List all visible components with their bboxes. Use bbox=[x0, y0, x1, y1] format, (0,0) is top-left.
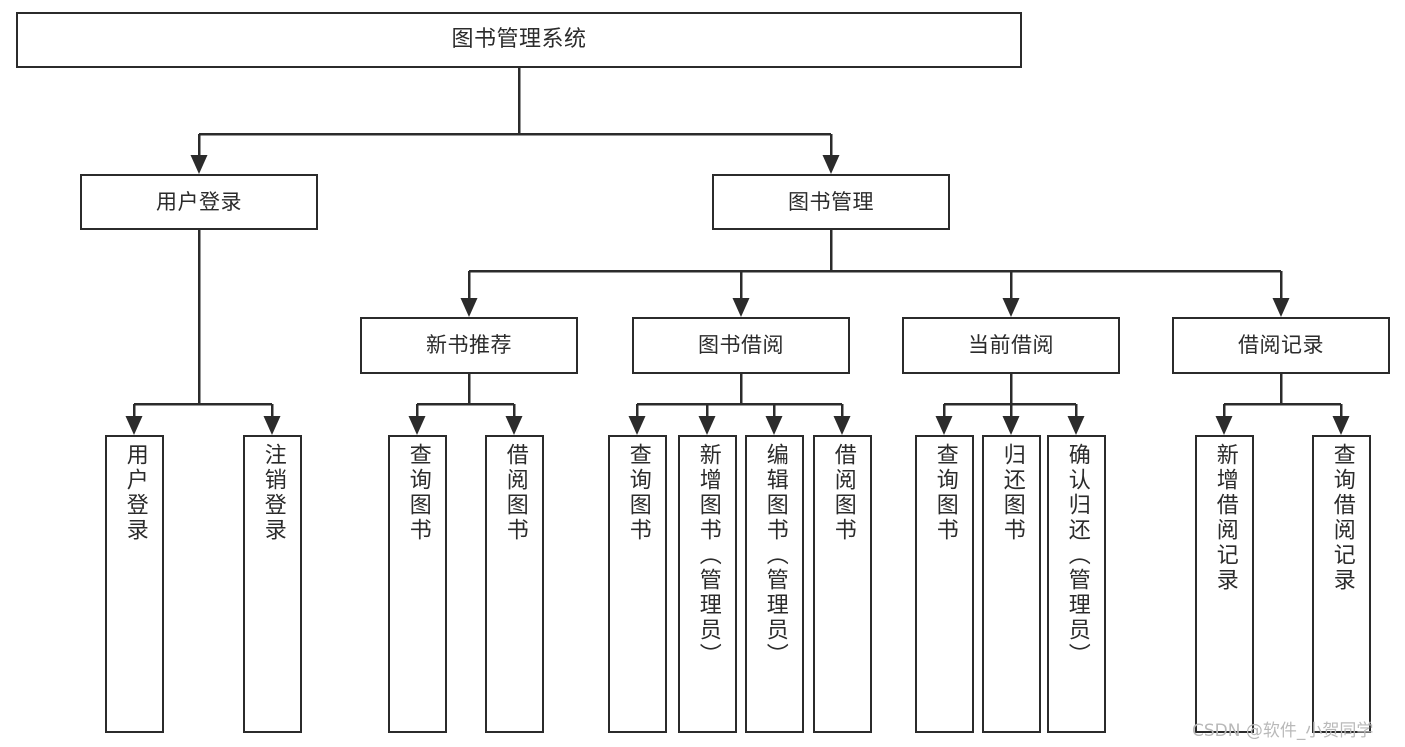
node-label: 新增图书（管理员） bbox=[695, 443, 721, 668]
node-label: 新增借阅记录 bbox=[1212, 443, 1238, 593]
node-level3-图书借阅[interactable]: 图书借阅 bbox=[632, 317, 850, 374]
node-level2-用户登录[interactable]: 用户登录 bbox=[80, 174, 318, 230]
node-root-图书管理系统[interactable]: 图书管理系统 bbox=[16, 12, 1022, 68]
node-label: 图书管理 bbox=[788, 189, 874, 214]
node-label: 注销登录 bbox=[260, 443, 286, 543]
node-label: 用户登录 bbox=[156, 189, 242, 214]
node-level3-当前借阅[interactable]: 当前借阅 bbox=[902, 317, 1120, 374]
node-leaf-2-查询图书[interactable]: 查询图书 bbox=[388, 435, 447, 733]
node-label: 借阅图书 bbox=[502, 443, 528, 543]
node-label: 当前借阅 bbox=[968, 333, 1054, 358]
node-label: 新书推荐 bbox=[426, 333, 512, 358]
node-level3-新书推荐[interactable]: 新书推荐 bbox=[360, 317, 578, 374]
node-label: 归还图书 bbox=[999, 443, 1025, 543]
node-leaf-7-借阅图书[interactable]: 借阅图书 bbox=[813, 435, 872, 733]
node-leaf-1-注销登录[interactable]: 注销登录 bbox=[243, 435, 302, 733]
node-label: 查询借阅记录 bbox=[1329, 443, 1355, 593]
node-label: 查询图书 bbox=[625, 443, 651, 543]
node-leaf-12-查询借阅记录[interactable]: 查询借阅记录 bbox=[1312, 435, 1371, 733]
node-leaf-4-查询图书[interactable]: 查询图书 bbox=[608, 435, 667, 733]
node-leaf-8-查询图书[interactable]: 查询图书 bbox=[915, 435, 974, 733]
node-leaf-3-借阅图书[interactable]: 借阅图书 bbox=[485, 435, 544, 733]
node-level2-图书管理[interactable]: 图书管理 bbox=[712, 174, 950, 230]
node-label: 图书管理系统 bbox=[451, 27, 587, 53]
csdn-watermark: CSDN @软件_小贺同学 bbox=[1192, 721, 1374, 741]
node-leaf-10-确认归还（管理员）[interactable]: 确认归还（管理员） bbox=[1047, 435, 1106, 733]
node-label: 编辑图书（管理员） bbox=[762, 443, 788, 668]
node-label: 图书借阅 bbox=[698, 333, 784, 358]
node-label: 确认归还（管理员） bbox=[1064, 443, 1090, 668]
node-label: 借阅记录 bbox=[1238, 333, 1324, 358]
node-leaf-0-用户登录[interactable]: 用户登录 bbox=[105, 435, 164, 733]
node-leaf-11-新增借阅记录[interactable]: 新增借阅记录 bbox=[1195, 435, 1254, 733]
node-leaf-6-编辑图书（管理员）[interactable]: 编辑图书（管理员） bbox=[745, 435, 804, 733]
node-label: 查询图书 bbox=[932, 443, 958, 543]
node-label: 查询图书 bbox=[405, 443, 431, 543]
node-leaf-5-新增图书（管理员）[interactable]: 新增图书（管理员） bbox=[678, 435, 737, 733]
node-label: 借阅图书 bbox=[830, 443, 856, 543]
node-label: 用户登录 bbox=[122, 443, 148, 543]
node-leaf-9-归还图书[interactable]: 归还图书 bbox=[982, 435, 1041, 733]
node-level3-借阅记录[interactable]: 借阅记录 bbox=[1172, 317, 1390, 374]
